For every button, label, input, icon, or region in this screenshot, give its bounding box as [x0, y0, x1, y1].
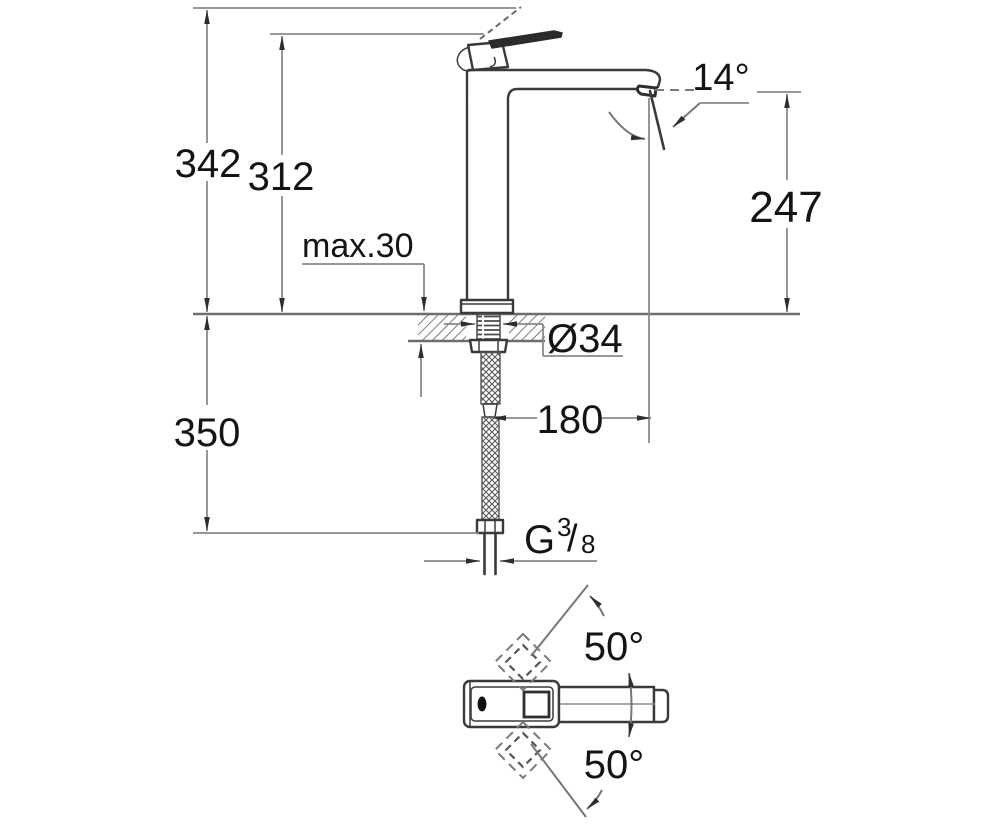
dim-max30: max.30 — [302, 227, 427, 397]
angle-arc-right — [672, 102, 701, 128]
dim-350-label: 350 — [174, 411, 241, 455]
dim-342-label: 342 — [175, 142, 242, 186]
dim-342: 342 — [175, 7, 516, 312]
handle-base-bulge — [456, 46, 474, 72]
swing-arc — [628, 672, 634, 738]
dimensions: 342 312 max.30 247 — [174, 7, 823, 564]
dim-50deg-lower: 50° — [530, 743, 645, 818]
thread-prefix-label: G — [524, 518, 555, 562]
dim-max30-label: max.30 — [302, 227, 414, 265]
dim-180: 180 — [492, 398, 651, 442]
dim-180-label: 180 — [537, 398, 604, 442]
mounting-nut — [468, 338, 509, 354]
base-plate — [459, 298, 515, 315]
faucet-body-outline — [465, 68, 662, 303]
dim-thread: G 3 / 8 — [424, 512, 597, 564]
thread-slash-label: / — [567, 518, 578, 560]
plan-handle-inner — [470, 686, 554, 722]
dim-312: 312 — [248, 33, 484, 312]
dim-247-label: 247 — [749, 183, 822, 232]
swing-arrow-upper — [589, 595, 605, 617]
plan-body-square — [522, 690, 551, 719]
dim-50deg-upper-label: 50° — [584, 625, 645, 669]
dim-350: 350 — [174, 316, 479, 534]
dim-50deg-lower-label: 50° — [584, 743, 645, 787]
lever-raised-phantom-line — [479, 6, 522, 40]
hose-lower — [481, 416, 500, 521]
angle-arc-left — [608, 111, 646, 141]
counter-hatch-left — [418, 315, 466, 340]
dim-14deg: 14° — [608, 57, 750, 151]
hose-connector — [482, 403, 498, 418]
dim-50deg-upper: 50° — [530, 584, 645, 669]
lever-blade — [488, 30, 563, 49]
swing-position-upper-outer — [493, 632, 553, 692]
dim-o34: Ø34 — [444, 317, 623, 361]
hose-upper — [480, 351, 501, 405]
dim-14deg-label: 14° — [692, 57, 749, 99]
stream-direction-line — [648, 89, 666, 151]
plan-view: 50° 50° — [462, 584, 670, 818]
dim-247: 247 — [749, 91, 823, 312]
swing-position-upper-inner — [504, 643, 542, 681]
swing-position-lower-outer — [493, 720, 553, 780]
swing-position-lower-inner — [504, 731, 542, 769]
aerator — [635, 84, 658, 98]
thread-numerator-label: 3 — [557, 512, 571, 542]
thread-denominator-label: 8 — [581, 529, 595, 559]
plan-lever-knob — [477, 696, 487, 712]
handle-detail-line — [489, 56, 497, 68]
threaded-shank — [476, 313, 501, 341]
swing-arrow-lower — [586, 789, 603, 810]
plan-spout-end-cap — [652, 688, 670, 724]
dim-312-label: 312 — [248, 155, 315, 199]
hose-end-nut — [475, 518, 505, 535]
dim-o34-label: Ø34 — [547, 317, 623, 361]
counter-hatch-right — [509, 315, 545, 340]
swing-line-upper — [530, 584, 589, 657]
swing-line-lower — [530, 743, 587, 818]
